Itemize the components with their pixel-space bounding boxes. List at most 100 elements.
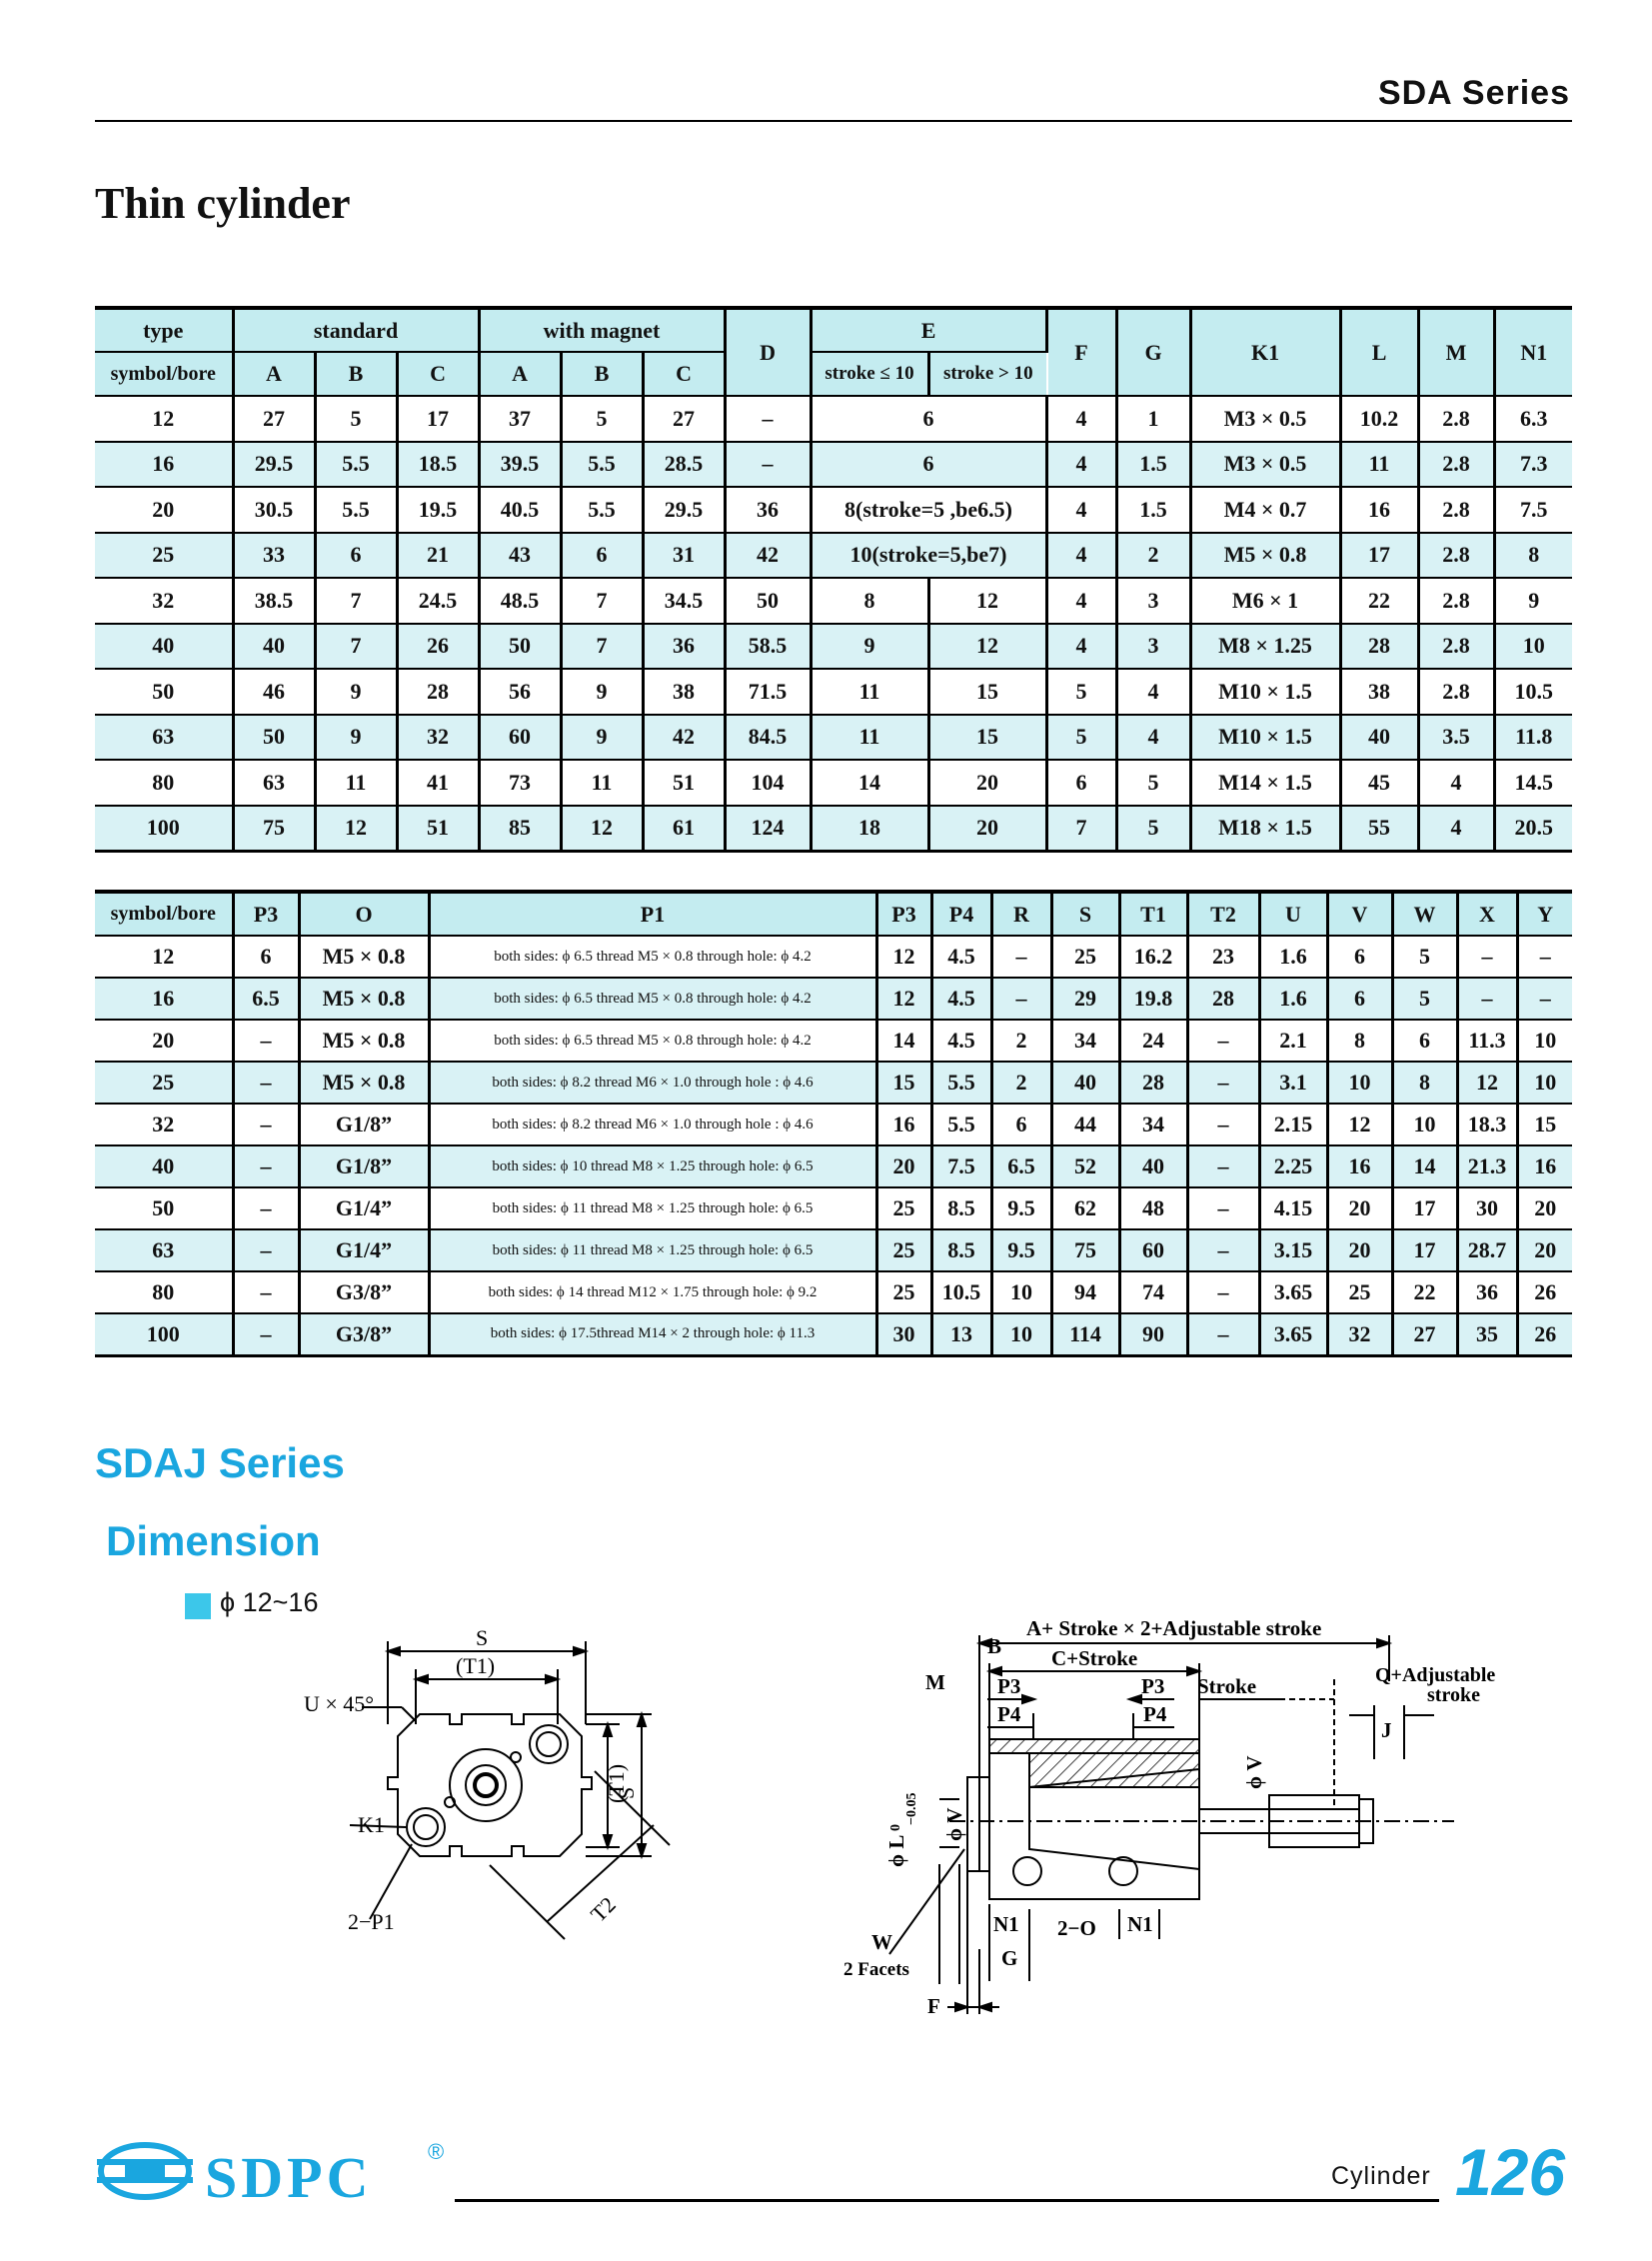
table-cell: 73 [479,760,563,806]
table-cell: 1.6 [1259,978,1329,1020]
table-cell: 2 [991,1062,1053,1104]
sdpc-logo-icon [97,2142,193,2200]
table-cell: 42 [725,532,813,578]
table-cell: 6 [811,441,1048,487]
table-cell: 27 [643,396,727,442]
table-cell: 30 [876,1313,933,1355]
table-cell: 1.6 [1259,936,1329,978]
dim-S-vertical-label: S [614,1787,639,1799]
table-cell: 19.8 [1119,978,1189,1020]
table-cell: 51 [397,805,481,851]
table-cell: 17 [1392,1229,1459,1271]
table-cell: 114 [1051,1313,1121,1355]
table-cell: 104 [725,760,813,806]
table-cell: M10 × 1.5 [1190,714,1342,760]
table-cell: 56 [479,669,563,715]
table-cell: 2.8 [1418,532,1496,578]
dim-phiL-tol-lower: −0.05 [904,1793,919,1825]
table-cell: 48.5 [479,578,563,624]
table-cell: 25 [95,1062,235,1104]
table-cell: 5 [561,396,645,442]
table-cell: 40 [95,1145,235,1187]
side-view-drawing: A+ Stroke × 2+Adjustable stroke B C+Stro… [843,1616,1495,2018]
table-cell: 32 [95,1104,235,1145]
table-cell: 124 [725,805,813,851]
table-cell: 10.5 [1514,678,1554,704]
table-cell: 5 [1046,669,1118,715]
table-cell: M18 × 1.5 [1190,805,1342,851]
table-cell: 5 [1392,978,1459,1020]
table-cell: 75 [233,805,317,851]
table-cell: 63 [95,1229,235,1271]
table-cell: 28 [1340,623,1420,669]
dim-stroke-label: Stroke [1197,1674,1256,1698]
dim-M-label: M [925,1670,945,1694]
table-row: 80–G3/8”both sides: ϕ 14 thread M12 × 1.… [95,1271,1572,1313]
table-cell: 11 [811,669,930,715]
table-cell: 5.5 [931,1104,993,1145]
table-cell: – [1539,944,1551,969]
table-cell: G1/4” [299,1229,431,1271]
table-cell: 58.5 [725,623,813,669]
table2-header-cell: T2 [1187,892,1261,936]
table-cell: 4.5 [931,978,993,1020]
header-K1: K1 [1190,308,1342,396]
table-cell: 38 [643,669,727,715]
table-cell: 10 [1392,1104,1459,1145]
table-cell: 9 [315,669,399,715]
table2-header-cell: X [1457,892,1519,936]
table-cell: 46 [233,669,317,715]
table-cell: M3 × 0.5 [1190,396,1342,442]
table-cell: 1 [1116,396,1192,442]
table-cell: 6.3 [1520,405,1548,431]
table-cell: 6 [233,936,301,978]
table-cell: M14 × 1.5 [1190,760,1342,806]
table-cell: 3.15 [1259,1229,1329,1271]
table-cell: 24 [1119,1020,1189,1062]
table-cell: 25 [1327,1271,1394,1313]
table-cell: 3.65 [1259,1313,1329,1355]
table-cell: 6 [991,1104,1053,1145]
table-cell: 26 [1534,1320,1557,1346]
table2-header-cell: P4 [931,892,993,936]
table-cell: 20 [876,1145,933,1187]
table-cell: M5 × 0.8 [299,936,431,978]
table-cell: 34 [1051,1020,1121,1062]
table-cell: 21 [397,532,481,578]
table-cell: 10 [1534,1070,1557,1095]
dim-F-label: F [927,1994,940,2018]
table-cell: G1/8” [299,1145,431,1187]
dim-J-label: J [1381,1718,1392,1742]
table-cell: 4 [1046,578,1118,624]
table2-header-cell: symbol/bore [95,892,235,936]
table-cell: 40 [1119,1145,1189,1187]
dim-P1-label: 2−P1 [348,1909,395,1934]
table-cell: 40 [233,623,317,669]
table-cell: 42 [643,714,727,760]
table-cell: 13 [931,1313,993,1355]
table-cell: 11 [315,760,399,806]
table-cell: 41 [397,760,481,806]
table-cell: M5 × 0.8 [299,1020,431,1062]
table-cell: 94 [1051,1271,1121,1313]
header-mag-C: C [643,352,727,396]
table-cell: – [991,978,1053,1020]
table-cell: 4 [1046,487,1118,533]
table-row: 63–G1/4”both sides: ϕ 11 thread M8 × 1.2… [95,1229,1572,1271]
page-number: 126 [1455,2135,1566,2209]
header-std-C: C [397,352,481,396]
table-cell: – [233,1104,301,1145]
table-cell: 85 [479,805,563,851]
table-cell: 16 [95,978,235,1020]
table-cell: 8 [1392,1062,1459,1104]
table-cell: 32 [1327,1313,1394,1355]
table-cell: 3.1 [1259,1062,1329,1104]
dim-phiV-label: ϕ V [942,1807,966,1841]
header-F: F [1046,308,1118,396]
table-cell: 50 [725,578,813,624]
